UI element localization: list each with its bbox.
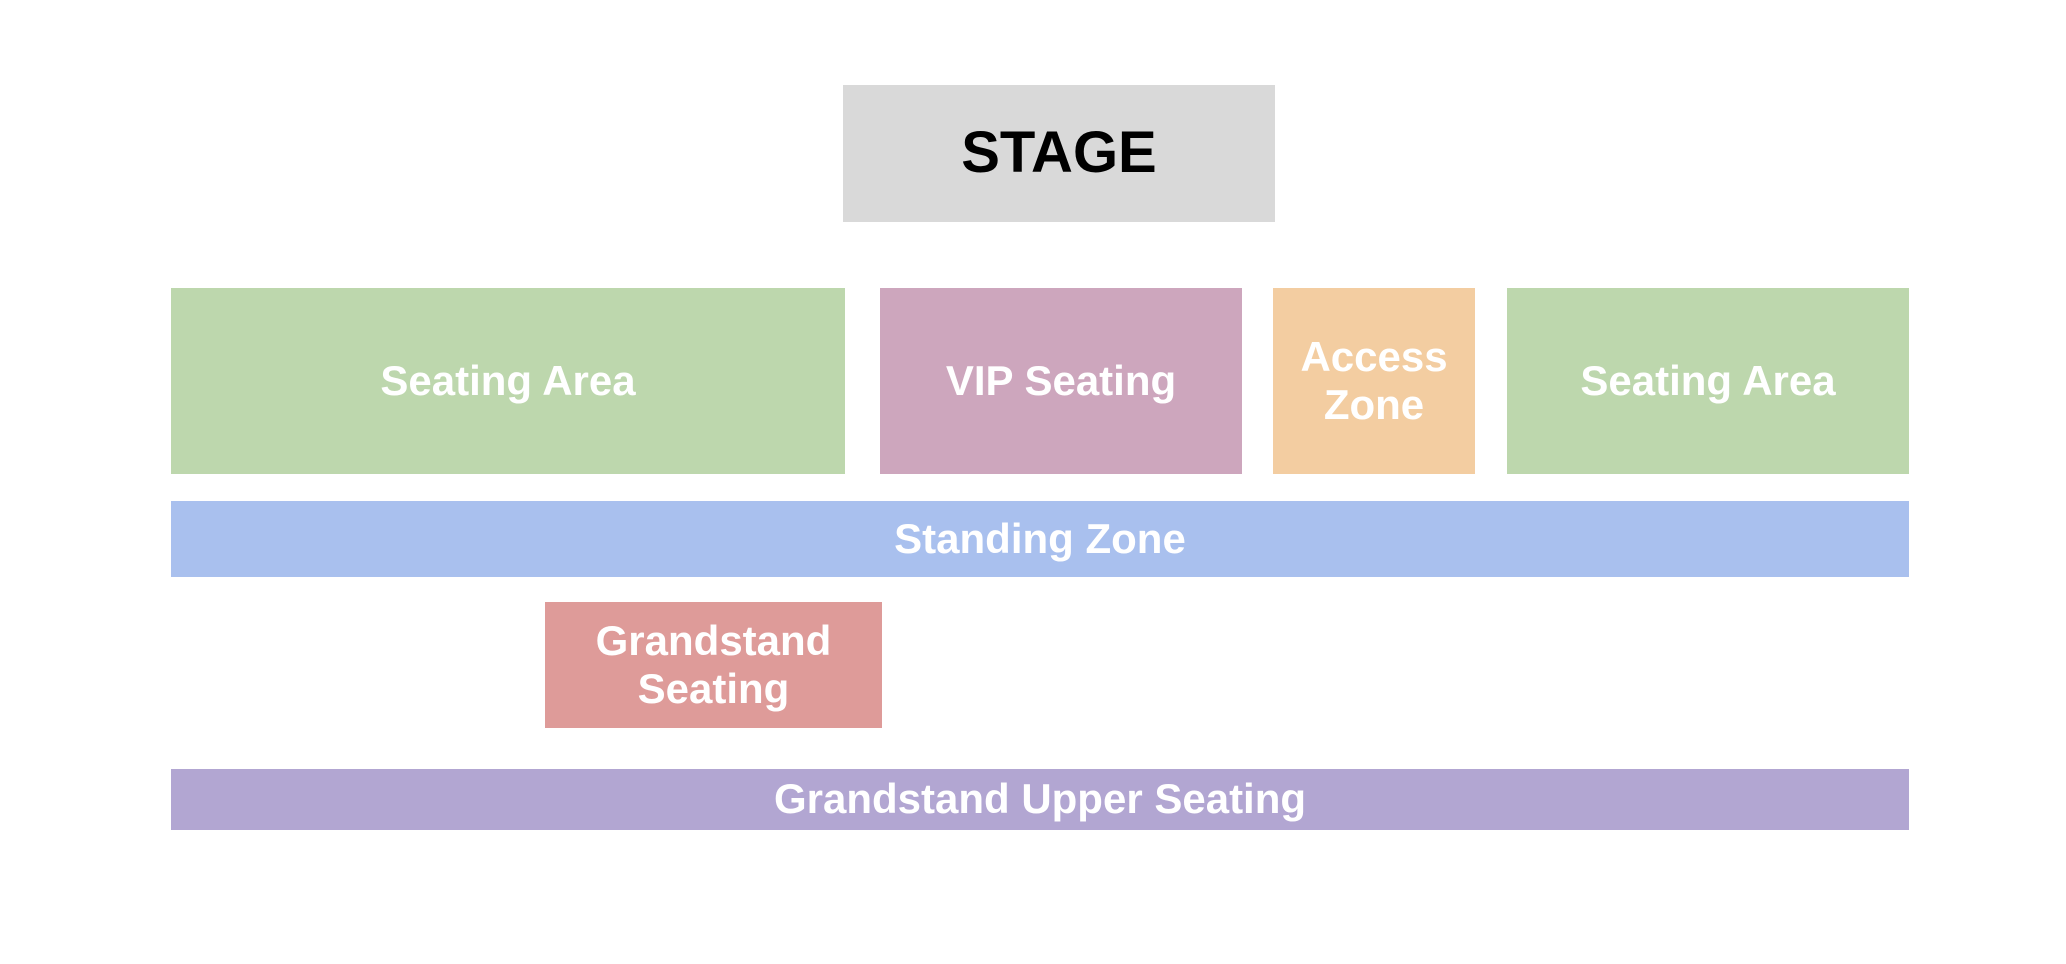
seating-area-left-label: Seating Area bbox=[380, 356, 636, 404]
standing-zone[interactable]: Standing Zone bbox=[171, 501, 1909, 577]
access-zone-label: Access Zone bbox=[1300, 332, 1448, 428]
seating-area-left[interactable]: Seating Area bbox=[171, 288, 845, 474]
grandstand-seating[interactable]: Grandstand Seating bbox=[545, 602, 882, 728]
vip-seating-label: VIP Seating bbox=[945, 356, 1177, 404]
stage-label: STAGE bbox=[961, 120, 1157, 186]
seating-area-right[interactable]: Seating Area bbox=[1507, 288, 1909, 474]
standing-zone-label: Standing Zone bbox=[894, 514, 1186, 562]
grandstand-upper-seating-label: Grandstand Upper Seating bbox=[773, 775, 1307, 823]
grandstand-seating-label: Grandstand Seating bbox=[595, 616, 832, 712]
access-zone[interactable]: Access Zone bbox=[1273, 288, 1475, 474]
stage: STAGE bbox=[843, 85, 1275, 222]
seating-area-right-label: Seating Area bbox=[1580, 356, 1836, 404]
vip-seating[interactable]: VIP Seating bbox=[880, 288, 1242, 474]
grandstand-upper-seating[interactable]: Grandstand Upper Seating bbox=[171, 769, 1909, 830]
